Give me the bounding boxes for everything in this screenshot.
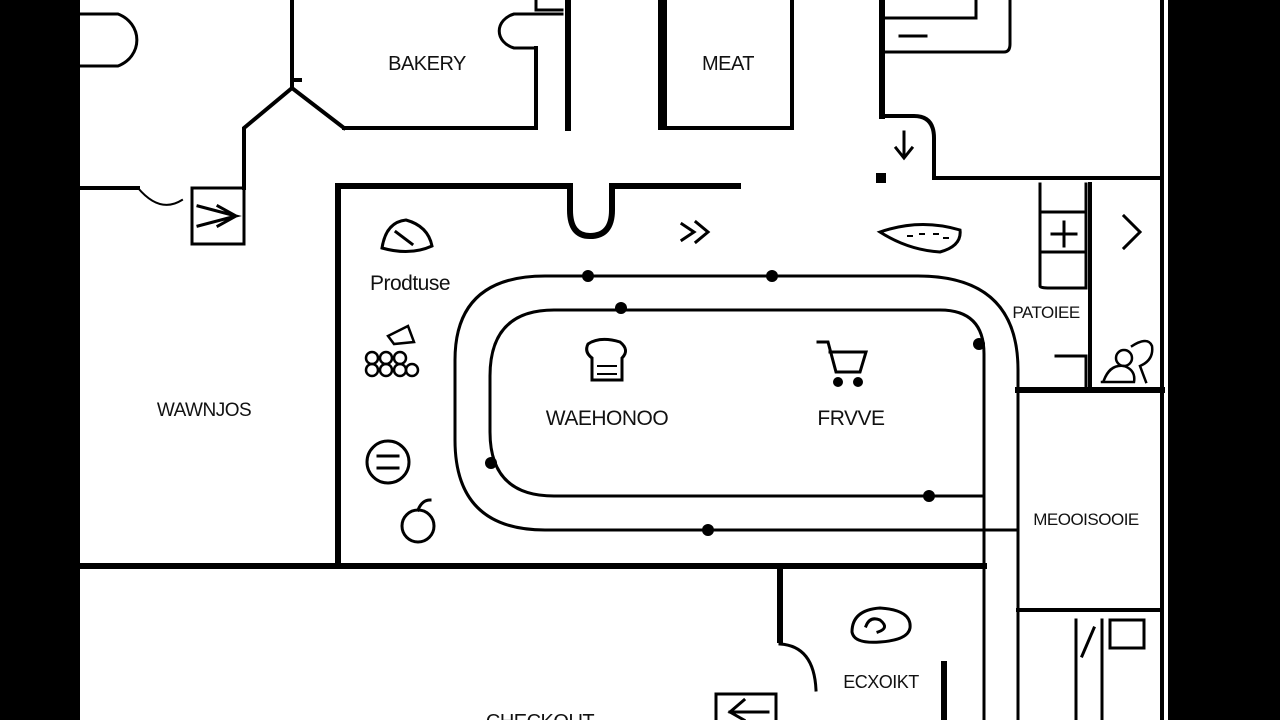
room-label-left: WAWNJOS [157, 400, 251, 421]
arrow-down-icon [1050, 220, 1078, 248]
plate-icon [365, 439, 411, 485]
shopping-cart-icon [816, 340, 869, 387]
arrow-right-icon [1121, 213, 1143, 251]
room-label-bakery: BAKERY [388, 53, 466, 75]
fruit-icon [400, 498, 436, 544]
track-nodes [485, 270, 985, 536]
arrow-left-icon [727, 697, 770, 720]
room-label-bottom-partial: CHECKOUT [486, 711, 595, 720]
cheese-icon [380, 218, 434, 253]
store-floor-plan: BAKERY MEAT Prodtuse WAWNJOS WAEHONOO FR… [80, 0, 1168, 720]
room-label-bottom-right: ECXOIKT [843, 672, 919, 692]
bread-icon [585, 337, 627, 382]
room-label-right-mid: MEOOISOOIE [1033, 510, 1139, 529]
meat-steak-icon [850, 606, 912, 644]
room-label-center-right: FRVVE [817, 407, 885, 430]
left-margin-bar [0, 0, 80, 720]
room-label-meat: MEAT [702, 53, 754, 75]
arrow-down-icon [893, 130, 915, 161]
arrow-right-icon [196, 203, 242, 229]
floor-plan-svg: BAKERY MEAT Prodtuse WAWNJOS WAEHONOO FR… [80, 0, 1168, 720]
arrow-right-icon [679, 219, 711, 245]
fish-icon [876, 223, 962, 254]
shopper-icon [1100, 339, 1154, 384]
right-margin-bar [1168, 0, 1280, 720]
room-label-produce: Prodtuse [370, 272, 450, 295]
top-left-door [80, 12, 139, 68]
vegetables-icon [364, 324, 420, 378]
wall [242, 85, 347, 190]
room-label-right-upper: PATOIEE [1012, 303, 1080, 322]
room-label-center-left: WAEHONOO [546, 407, 669, 430]
